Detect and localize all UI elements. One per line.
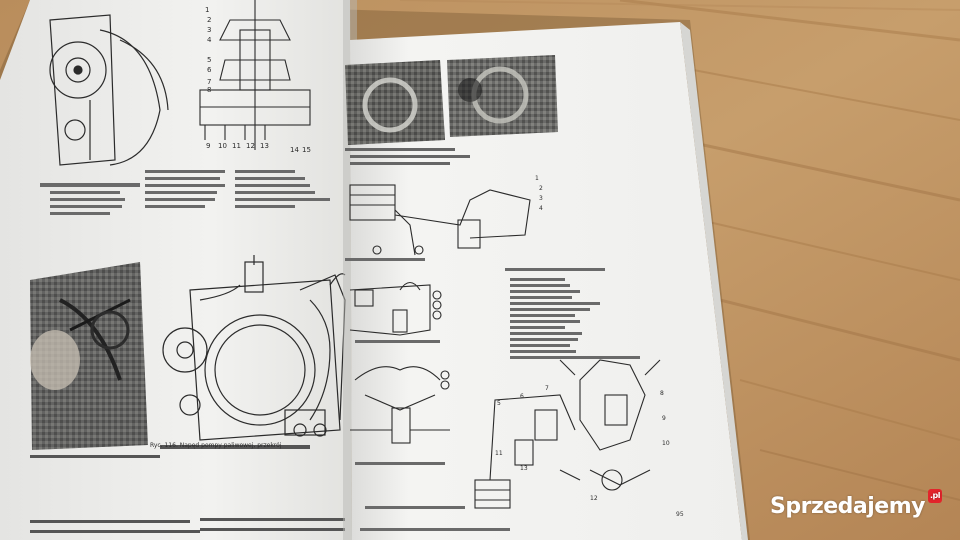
callout-4: 4 <box>207 36 212 44</box>
fuel-system-diagram-3 <box>350 366 450 444</box>
page-number: 95 <box>676 511 684 518</box>
diagram-callout-12: 12 <box>590 495 598 502</box>
cover-plate-drawing <box>49 14 169 166</box>
callout-6: 6 <box>207 66 212 74</box>
photo-caption-lines <box>345 148 470 165</box>
callout-14: 14 <box>290 146 299 154</box>
diagram-callout-6: 6 <box>520 393 524 400</box>
diagram-callout-13: 13 <box>520 465 528 472</box>
watermark-text: Sprzedajemy <box>770 493 926 519</box>
caption-text-lines <box>40 170 330 215</box>
diagram-callout-11: 11 <box>495 450 503 457</box>
diagram-callout-9: 9 <box>662 415 666 422</box>
watermark-suffix: .pl <box>928 489 942 503</box>
figure-caption: Ryc. 116. Napęd pompy paliwowej, przekró… <box>150 442 282 449</box>
engine-photo <box>30 262 148 450</box>
callout-9: 9 <box>206 142 210 150</box>
diagram-callout-8: 8 <box>660 390 664 397</box>
left-page: 1 2 3 4 5 6 7 8 9 10 11 12 13 14 15 <box>0 0 352 540</box>
callout-2: 2 <box>207 16 211 24</box>
fuel-system-diagram-2 <box>349 281 442 336</box>
callout-12: 12 <box>246 142 255 150</box>
engine-photos-pair <box>345 55 558 145</box>
diagram-callout-7: 7 <box>545 385 549 392</box>
pulley-cross-section <box>199 0 311 150</box>
callout-5: 5 <box>207 56 211 64</box>
diagram-callout-5: 5 <box>497 400 501 407</box>
diagram-callout-3: 3 <box>539 195 543 202</box>
diagram-callout-2: 2 <box>539 185 543 192</box>
right-page: 1 2 3 4 5 6 7 8 9 10 11 12 13 <box>345 22 748 540</box>
diagram-callout-1: 1 <box>535 175 539 182</box>
callout-10: 10 <box>218 142 227 150</box>
diagram-callouts: 1 2 3 4 5 6 7 8 9 10 11 12 13 <box>495 175 670 502</box>
fuel-system-diagram-4 <box>474 359 661 509</box>
callout-3: 3 <box>207 26 211 34</box>
sprzedajemy-watermark: Sprzedajemy.pl <box>770 488 950 524</box>
figure-callouts: 1 2 3 4 5 6 7 8 9 10 11 12 13 14 15 <box>205 6 311 154</box>
callout-11: 11 <box>232 142 241 150</box>
callout-15: 15 <box>302 146 311 154</box>
bottom-text-lines <box>30 445 345 533</box>
callout-13: 13 <box>260 142 269 150</box>
legend-text-lines <box>345 258 640 531</box>
callout-1: 1 <box>205 6 209 14</box>
callout-7: 7 <box>207 78 211 86</box>
fuel-system-diagram-1 <box>349 184 531 256</box>
diagram-callout-10: 10 <box>662 440 670 447</box>
fuel-pump-drive-drawing <box>162 255 346 441</box>
callout-8: 8 <box>207 86 211 94</box>
diagram-callout-4: 4 <box>539 205 543 212</box>
